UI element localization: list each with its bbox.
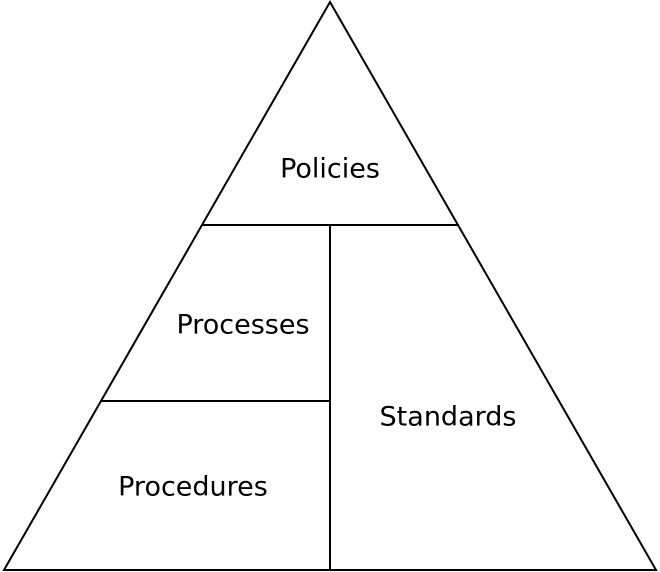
section-label-processes: Processes	[176, 310, 309, 341]
section-label-procedures: Procedures	[118, 472, 268, 503]
section-label-standards: Standards	[380, 402, 517, 433]
section-label-policies: Policies	[280, 154, 380, 185]
